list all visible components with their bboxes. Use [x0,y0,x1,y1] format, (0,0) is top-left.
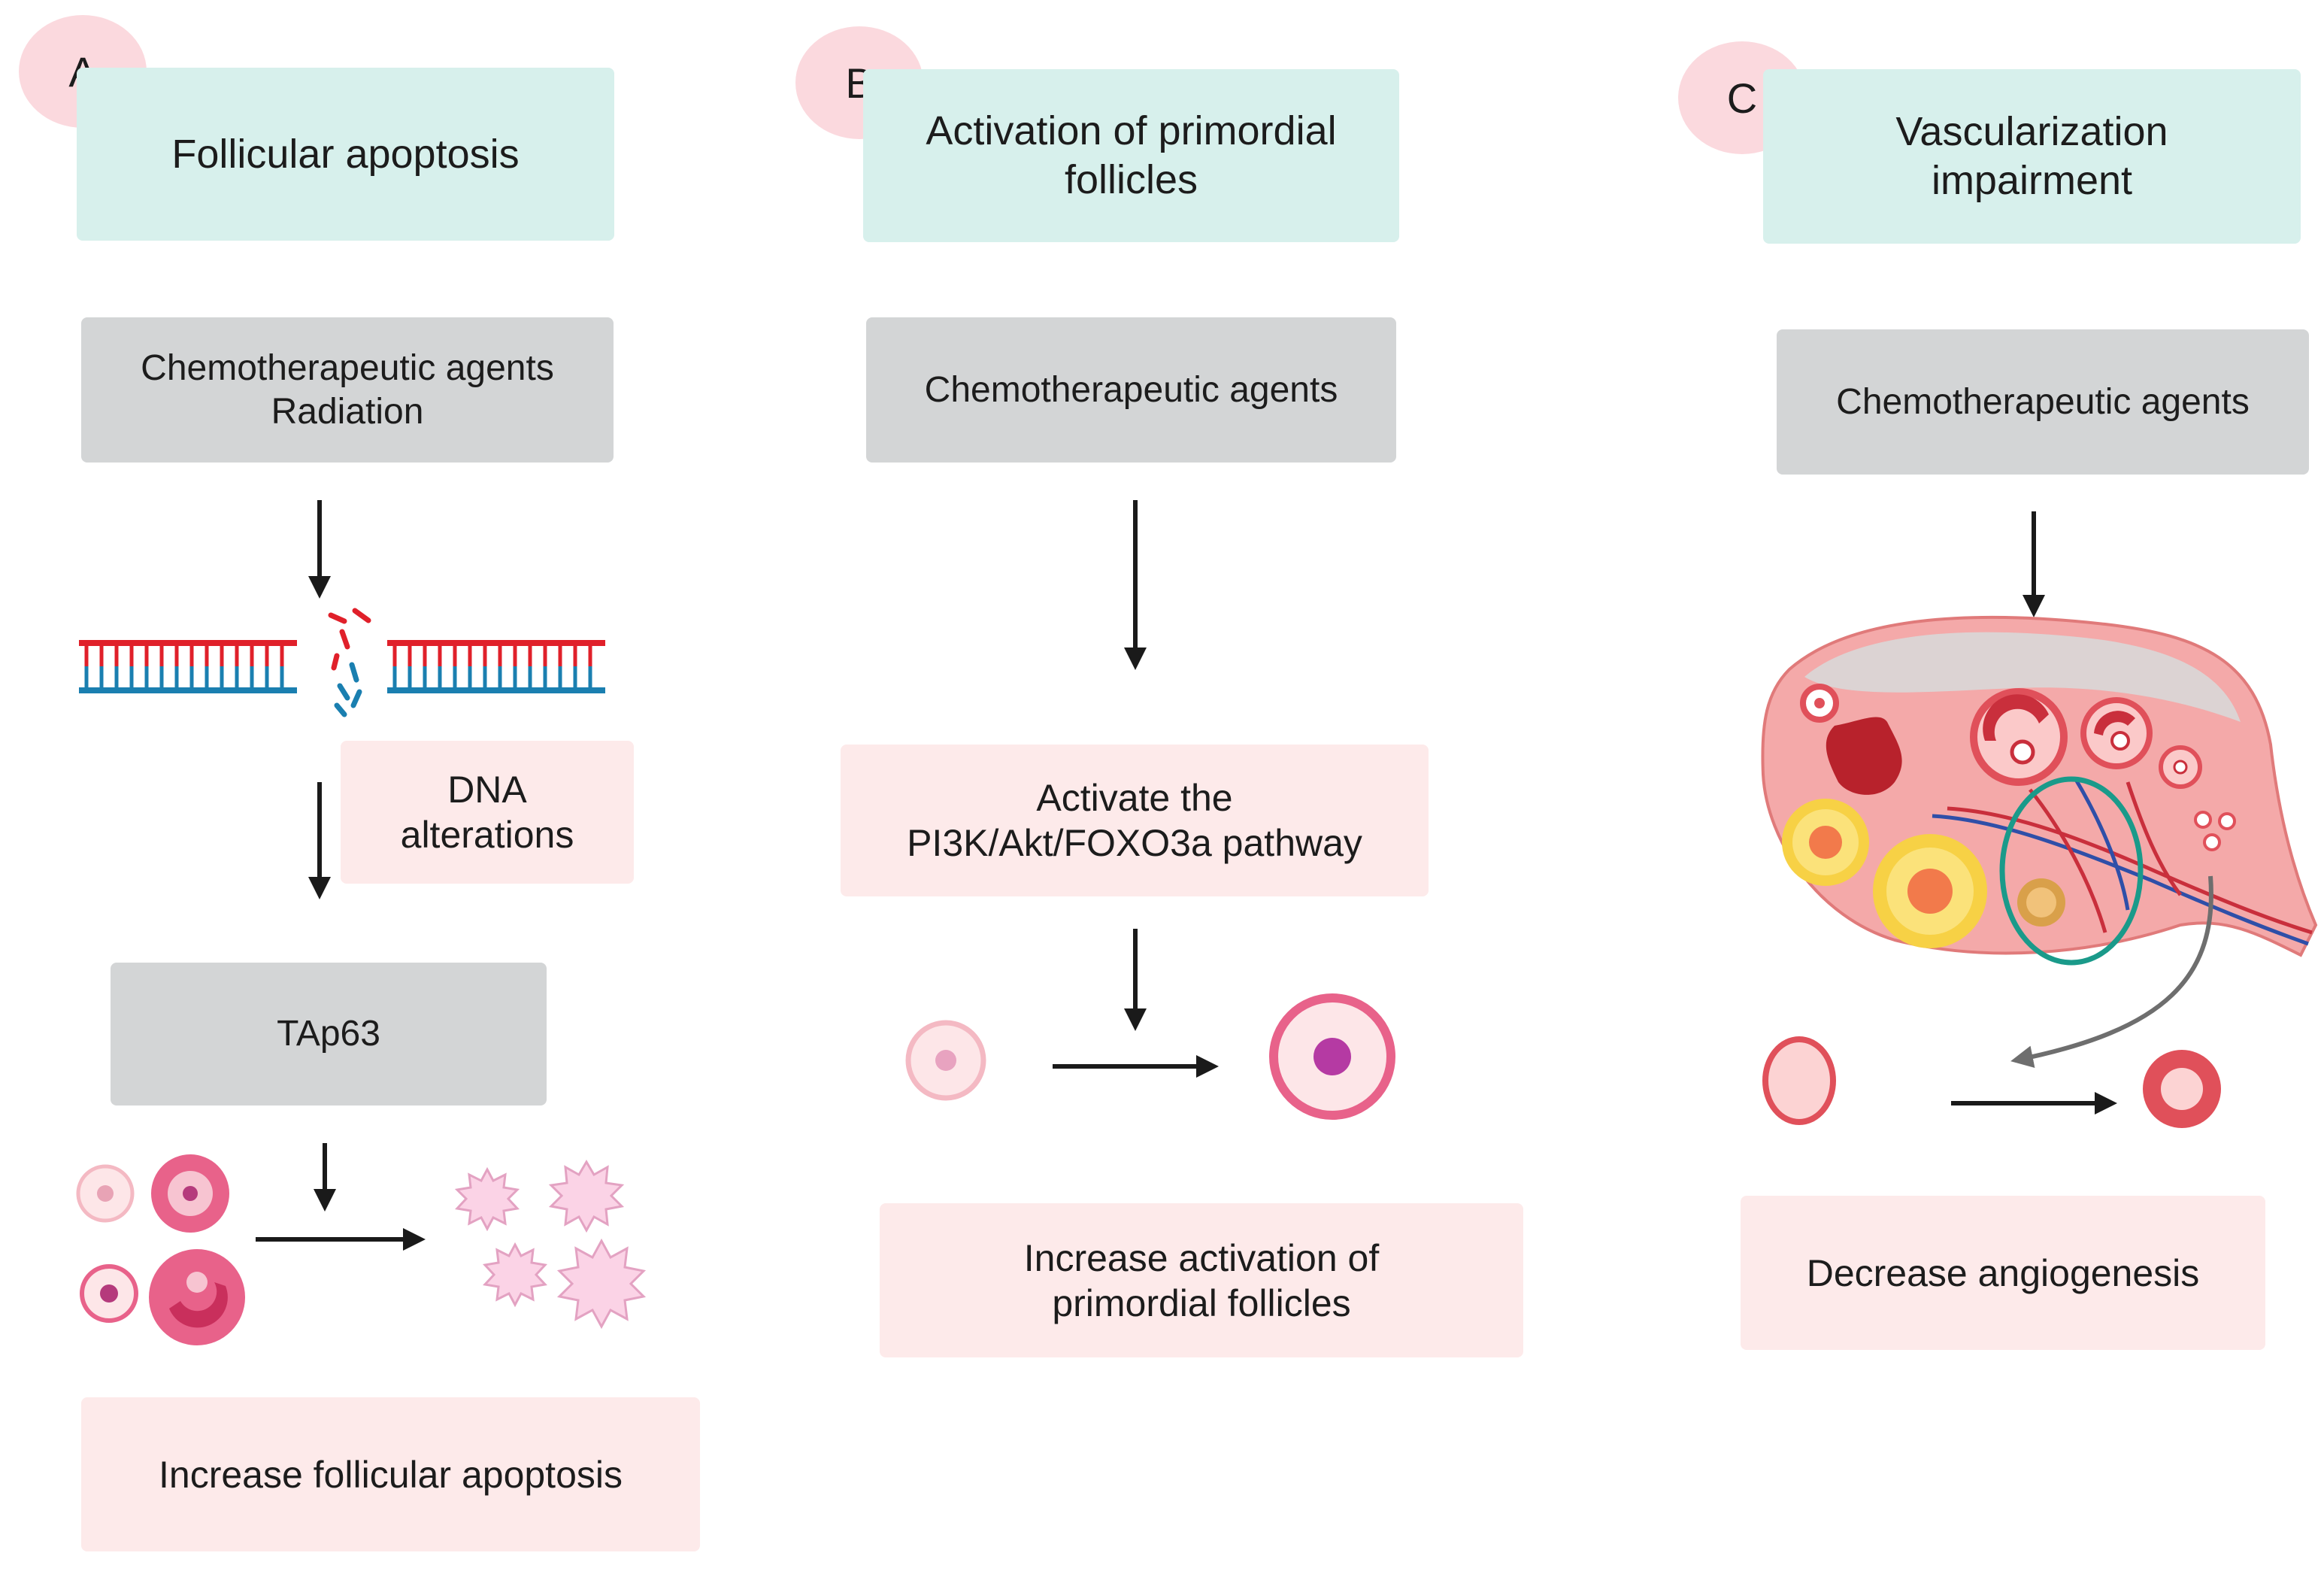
panel-a-mediator-box: TAp63 [111,963,547,1105]
panel-c-cause: Chemotherapeutic agents [1836,381,2250,422]
panel-b-outcome: Increase activation of primordial follic… [1023,1236,1380,1324]
impaired-follicle-icon [2143,1050,2221,1128]
panel-a-cause-box: Chemotherapeutic agents Radiation [81,317,614,463]
panel-c-outcome: Decrease angiogenesis [1806,1251,2200,1294]
panel-a-mediator: TAp63 [277,1014,380,1054]
panel-b-title: Activation of primordial follicles [926,108,1337,202]
panel-c-title: Vascularization impairment [1895,109,2168,203]
panel-b-cause-box: Chemotherapeutic agents [866,317,1396,463]
apoptotic-follicles-icon [454,1160,647,1330]
dna-strand-icon [79,608,605,717]
panel-b-outcome-box: Increase activation of primordial follic… [880,1203,1523,1357]
panel-a-outcome-box: Increase follicular apoptosis [81,1397,700,1551]
panel-a-cause: Chemotherapeutic agents Radiation [141,347,554,432]
panel-a-title-box: Follicular apoptosis [77,68,614,241]
corpus-luteum-icon [1782,799,2065,948]
panel-b-title-box: Activation of primordial follicles [863,69,1399,242]
panel-b-pathway-box: Activate the PI3K/Akt/FOXO3a pathway [841,745,1429,896]
activated-follicle-icon [1269,993,1395,1120]
primordial-follicle-icon [905,1020,986,1101]
panel-c-title-box: Vascularization impairment [1763,69,2301,244]
arrow-c-pointer [2010,875,2213,1068]
panel-c-outcome-box: Decrease angiogenesis [1741,1196,2265,1350]
panel-b-cause: Chemotherapeutic agents [924,369,1338,410]
healthy-follicles-icon [76,1154,245,1345]
panel-a-title: Follicular apoptosis [171,131,520,177]
panel-a-outcome: Increase follicular apoptosis [159,1453,623,1496]
panel-b-pathway: Activate the PI3K/Akt/FOXO3a pathway [907,777,1362,864]
ovary-icon [1761,615,2318,966]
panel-a-dna-box: DNA alterations [341,741,634,884]
highlight-ring [1999,776,2144,966]
panel-a-dna-label: DNA alterations [400,769,574,856]
panel-c-cause-box: Chemotherapeutic agents [1777,329,2309,475]
normal-follicle-icon [1762,1036,1836,1125]
